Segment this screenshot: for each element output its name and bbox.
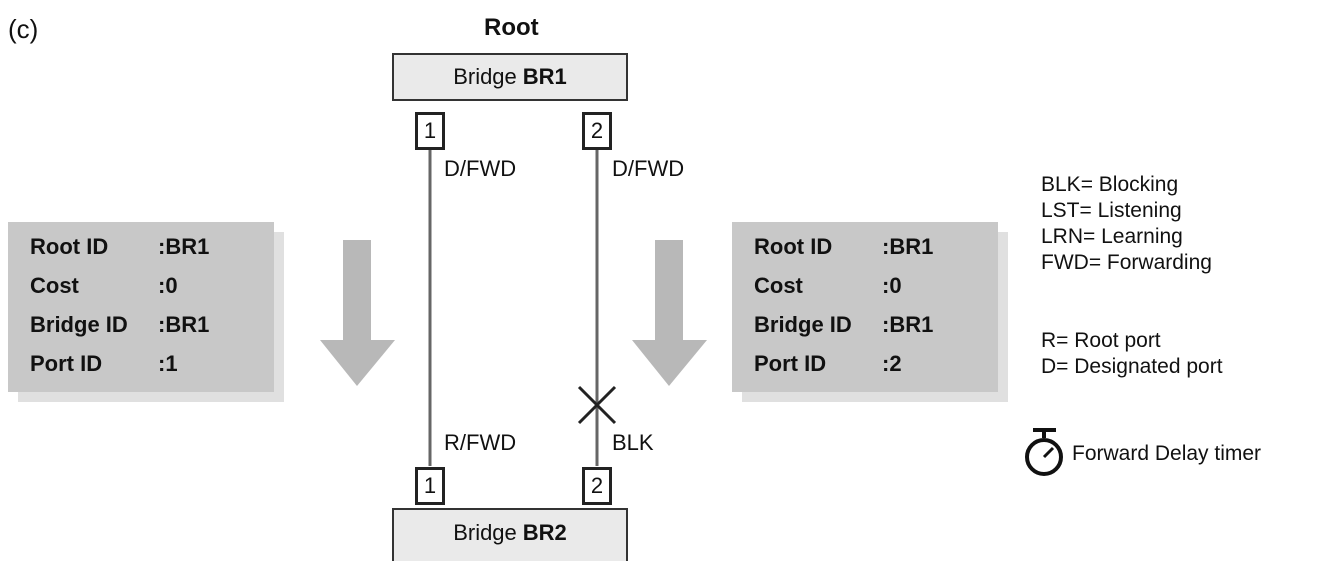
right-bpdu-value: :0 [882, 273, 902, 298]
port-br1-1: 1 [415, 112, 445, 150]
root-label: Root [484, 14, 539, 41]
left-bpdu-row: Cost :0 [30, 273, 178, 299]
left-bpdu-panel: Root ID :BR1 Cost :0 Bridge ID :BR1 Port… [8, 222, 274, 392]
right-bpdu-row: Port ID :2 [754, 351, 902, 377]
right-bpdu-row: Cost :0 [754, 273, 902, 299]
legend-states: BLK= Blocking LST= Listening LRN= Learni… [1041, 172, 1212, 276]
left-bpdu-key: Port ID [30, 351, 103, 376]
right-bpdu-key: Bridge ID [754, 312, 852, 337]
left-bpdu-row: Bridge ID :BR1 [30, 312, 209, 338]
right-bpdu-value: :2 [882, 351, 902, 376]
legend-item: LRN= Learning [1041, 225, 1183, 248]
left-bpdu-key: Cost [30, 273, 79, 298]
legend-item: LST= Listening [1041, 199, 1182, 222]
stopwatch-icon [1025, 428, 1063, 476]
left-bpdu-value: :0 [158, 273, 178, 298]
port-br2-2: 2 [582, 467, 612, 505]
legend-timer-label: Forward Delay timer [1072, 442, 1262, 465]
right-bpdu-value: :BR1 [882, 312, 934, 337]
legend-roles: R= Root port D= Designated port [1041, 328, 1223, 380]
legend-item: D= Designated port [1041, 355, 1223, 378]
left-bpdu-row: Root ID :BR1 [30, 234, 209, 260]
port-br1-2: 2 [582, 112, 612, 150]
port-state-br1-2: D/FWD [612, 156, 685, 181]
left-bpdu-key: Root ID [30, 234, 109, 259]
figure-label: (c) [8, 14, 39, 44]
legend-item: FWD= Forwarding [1041, 251, 1212, 274]
right-bpdu-value: :BR1 [882, 234, 934, 259]
port-state-br2-2: BLK [612, 430, 654, 455]
right-bpdu-panel: Root ID :BR1 Cost :0 Bridge ID :BR1 Port… [732, 222, 998, 392]
right-bpdu-row: Root ID :BR1 [754, 234, 933, 260]
left-bpdu-value: :BR1 [158, 234, 210, 259]
left-down-arrow-icon [320, 240, 395, 386]
left-bpdu-value: :1 [158, 351, 178, 376]
right-bpdu-key: Port ID [754, 351, 827, 376]
right-down-arrow-icon [632, 240, 707, 386]
port-state-br2-1: R/FWD [444, 430, 517, 455]
right-bpdu-key: Cost [754, 273, 803, 298]
bridge-br2-name: BR2 [522, 520, 567, 545]
legend-item: R= Root port [1041, 329, 1161, 352]
bridge-br1-prefix: Bridge [453, 64, 517, 89]
port-state-br1-1: D/FWD [444, 156, 517, 181]
left-bpdu-row: Port ID :1 [30, 351, 178, 377]
bridge-br2-prefix: Bridge [453, 520, 517, 545]
right-bpdu-key: Root ID [754, 234, 833, 259]
left-bpdu-key: Bridge ID [30, 312, 128, 337]
legend-item: BLK= Blocking [1041, 173, 1179, 196]
bridge-br1-name: BR1 [522, 64, 567, 89]
left-bpdu-value: :BR1 [158, 312, 210, 337]
port-br2-1: 1 [415, 467, 445, 505]
right-bpdu-row: Bridge ID :BR1 [754, 312, 933, 338]
blocked-x-icon [577, 385, 617, 425]
